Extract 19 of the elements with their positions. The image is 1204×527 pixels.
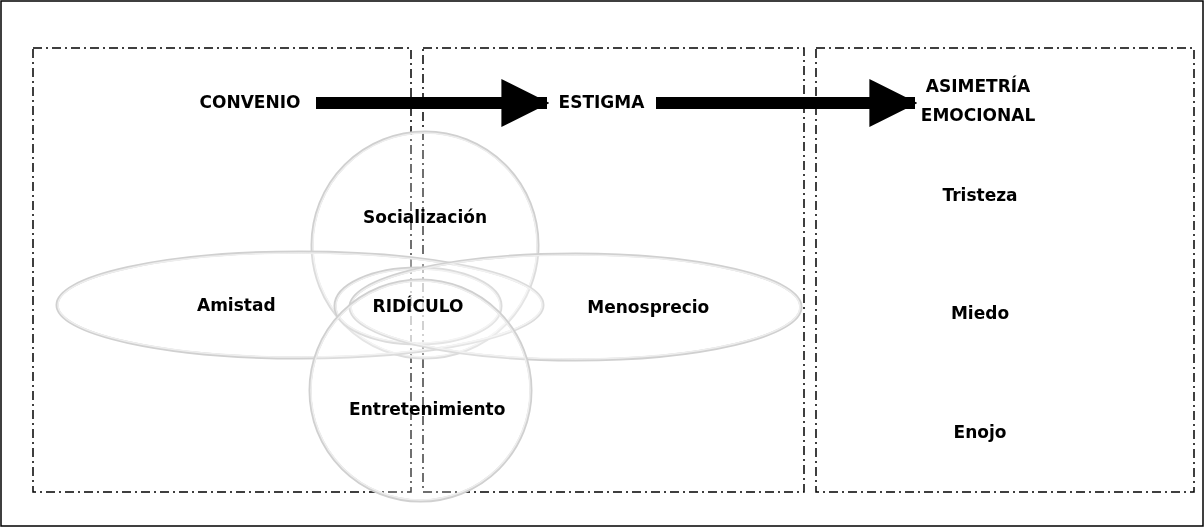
shape-label: Socialización	[363, 207, 487, 228]
shape-label: RIDÍCULO	[372, 296, 464, 316]
shape-label: Menosprecio	[587, 297, 710, 317]
ellipse-shape	[348, 252, 803, 362]
arrow	[316, 79, 550, 127]
heading-text: CONVENIO	[185, 88, 315, 117]
arrow	[656, 79, 918, 127]
heading-text: ASIMETRÍA EMOCIONAL	[916, 72, 1040, 130]
circle-shape	[310, 130, 540, 360]
emotion-label: Enojo	[952, 422, 1008, 442]
shape-label: Amistad	[197, 295, 276, 315]
shape-label: Entretenimiento	[349, 398, 506, 419]
dash-dot-panel	[815, 47, 1195, 493]
ellipse-shape	[55, 250, 545, 360]
ellipse-shape	[333, 266, 503, 346]
emotion-label: Miedo	[949, 303, 1011, 323]
emotion-label: Tristeza	[941, 185, 1019, 205]
heading-text: ESTIGMA	[548, 88, 655, 117]
circle-shape	[308, 278, 533, 503]
